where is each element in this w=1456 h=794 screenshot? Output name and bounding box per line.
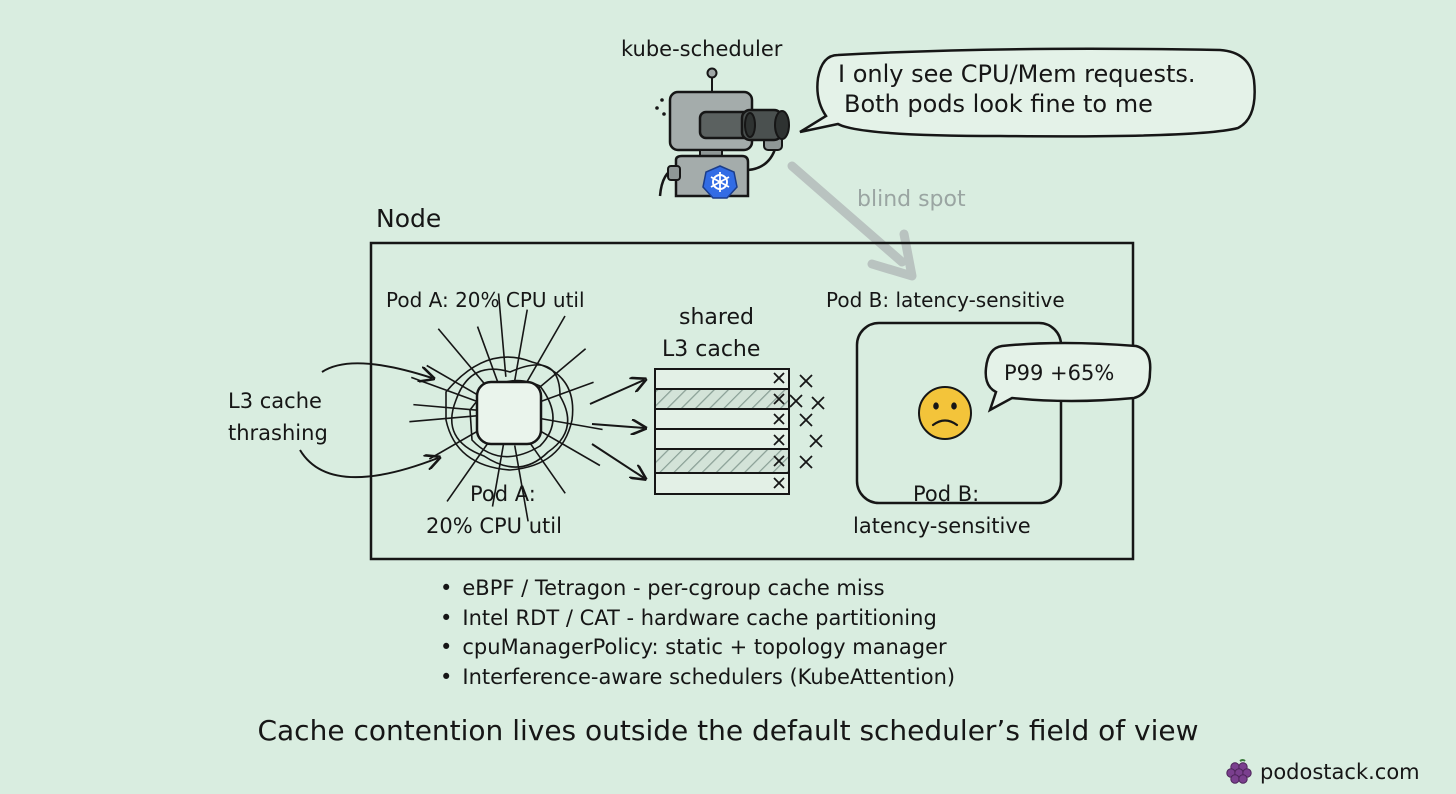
brand-text: podostack.com [1260, 760, 1420, 784]
pod-b-box [855, 321, 1063, 505]
burst-line [513, 445, 529, 522]
cache-miss-x-mark [799, 374, 813, 388]
scheduler-speech-bubble [799, 47, 1256, 138]
cache-miss-x-mark [799, 413, 813, 427]
node-label: Node [376, 204, 441, 233]
grape-icon [1226, 759, 1252, 784]
burst-line [536, 428, 601, 467]
node-box [369, 241, 1135, 561]
kubernetes-icon [702, 165, 738, 199]
burst-line [446, 437, 492, 502]
burst-line [535, 381, 594, 404]
thrashing-arrow-bottom [299, 449, 438, 479]
burst-line [476, 326, 501, 389]
thrashing-arrow-top [321, 362, 432, 378]
mitigation-list: eBPF / Tetragon - per-cgroup cache miss … [440, 574, 955, 692]
cache-miss-x-mark [789, 394, 803, 408]
sad-face-icon [918, 386, 972, 440]
footer-title: Cache contention lives outside the defau… [257, 714, 1199, 747]
brand-link[interactable]: podostack.com [1226, 758, 1420, 786]
cache-miss-x-mark [773, 455, 785, 467]
cache-miss-x-mark [773, 434, 785, 446]
mitigation-item: eBPF / Tetragon - per-cgroup cache miss [440, 574, 955, 604]
mitigation-item: Interference-aware schedulers (KubeAtten… [440, 663, 955, 693]
pod-b-bottom-label-line-2: latency-sensitive [853, 514, 1031, 538]
mitigation-item: cpuManagerPolicy: static + topology mana… [440, 633, 955, 663]
pod-a-bottom-label-line-2: 20% CPU util [426, 514, 562, 538]
blind-spot-arrow [787, 161, 917, 281]
cache-miss-x-mark [811, 396, 825, 410]
cache-label-line-2: L3 cache [662, 337, 760, 362]
burst-line [428, 426, 485, 460]
burst-line [491, 439, 506, 507]
cache-miss-x-mark [773, 372, 785, 384]
mitigation-item: Intel RDT / CAT - hardware cache partiti… [440, 604, 955, 634]
burst-line [524, 435, 566, 494]
pod-a-to-cache-arrows [589, 380, 644, 478]
l3-cache-stack [654, 368, 790, 495]
cache-miss-x-mark [773, 413, 785, 425]
pod-a-top-label: Pod A: 20% CPU util [386, 288, 585, 312]
pod-b-bottom-label-line-1: Pod B: [913, 482, 979, 506]
thrashing-label-line-2: thrashing [228, 421, 328, 445]
pod-b-top-label: Pod B: latency-sensitive [826, 288, 1065, 312]
kube-scheduler-label: kube-scheduler [621, 37, 783, 61]
cache-miss-x-mark [809, 434, 823, 448]
pod-a-explosion [409, 293, 603, 522]
binoculars-icon [698, 108, 790, 142]
cache-miss-x-mark [773, 393, 785, 405]
blind-spot-label: blind spot [857, 187, 966, 212]
burst-line [437, 328, 489, 389]
burst-line [513, 309, 529, 382]
burst-line [497, 293, 507, 377]
burst-line [525, 315, 566, 384]
cache-miss-x-mark [773, 477, 785, 489]
cache-label-line-1: shared [679, 305, 754, 330]
cache-miss-x-mark [799, 455, 813, 469]
scheduler-speech-line-2: Both pods look fine to me [844, 90, 1153, 118]
pod-a-bottom-label-line-1: Pod A: [470, 482, 536, 506]
burst-line [409, 414, 480, 423]
pod-b-bubble-text: P99 +65% [1004, 361, 1114, 385]
cache-miss-marks [773, 372, 825, 489]
pod-b-speech-bubble [984, 341, 1152, 413]
thrashing-label-line-1: L3 cache [228, 389, 322, 413]
scheduler-speech-line-1: I only see CPU/Mem requests. [838, 60, 1196, 88]
